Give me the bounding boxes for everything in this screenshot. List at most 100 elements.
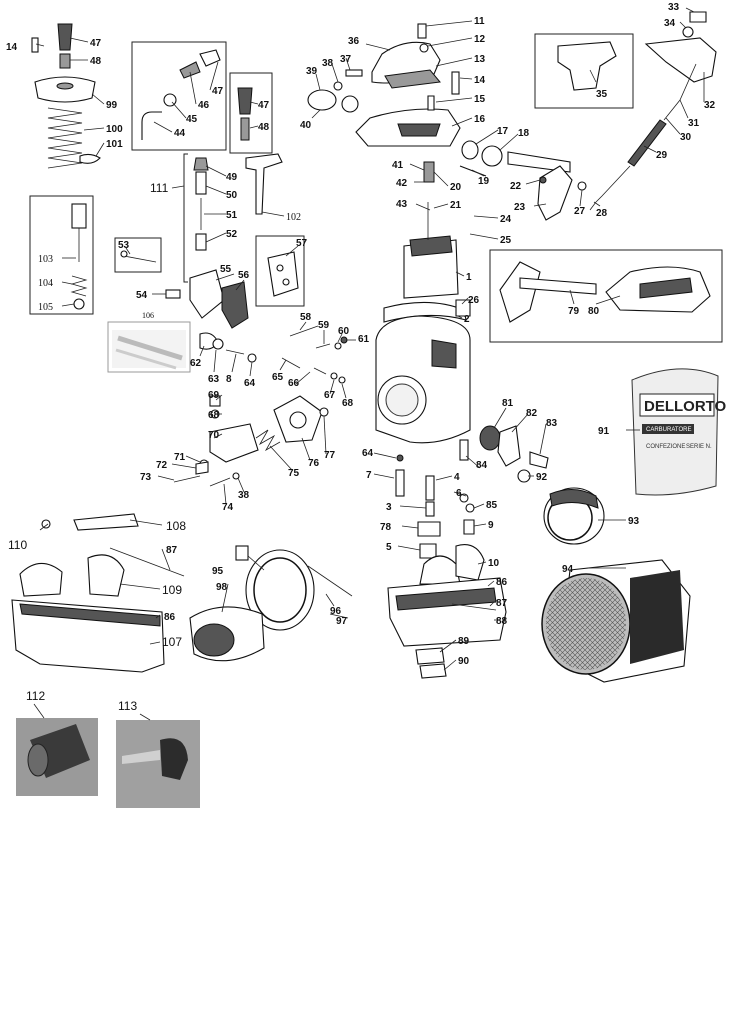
callout-96: 96	[330, 606, 342, 617]
leader-lines	[33, 7, 705, 721]
callout-64b: 64	[362, 448, 374, 459]
top-cover-assembly	[307, 23, 461, 147]
callout-102: 102	[286, 212, 301, 223]
callout-15: 15	[474, 94, 486, 105]
callout-83: 83	[546, 418, 558, 429]
cover-77	[319, 407, 329, 417]
callout-42: 42	[396, 178, 408, 189]
oring-64b	[396, 454, 404, 462]
body-55	[189, 269, 225, 319]
photo-112	[16, 718, 98, 796]
callout-82: 82	[526, 408, 538, 419]
idle-screw-group-111	[183, 153, 283, 283]
inset-box-screw-53	[114, 237, 162, 273]
screw-8	[225, 349, 245, 355]
callout-2: 2	[464, 314, 470, 325]
callout-78: 78	[380, 522, 392, 533]
callout-14b: 14	[474, 75, 486, 86]
callout-18: 18	[518, 128, 530, 139]
shaft-22	[507, 151, 571, 173]
pin-87	[451, 603, 497, 611]
inset-box-photo-106	[107, 321, 191, 373]
callout-3: 3	[386, 502, 392, 513]
callout-53: 53	[118, 240, 130, 251]
inset-box-lever-parts	[489, 249, 723, 343]
screw-90	[419, 663, 447, 679]
callout-61: 61	[358, 334, 370, 345]
nut-49	[193, 157, 209, 171]
callout-76: 76	[308, 458, 320, 469]
callout-88: 88	[496, 616, 508, 627]
callout-106: 106	[142, 311, 154, 320]
screw-15	[427, 95, 435, 111]
washer-34	[682, 26, 694, 38]
nut-105	[73, 298, 85, 310]
callout-92: 92	[536, 472, 548, 483]
callout-39: 39	[306, 66, 318, 77]
screw-14	[31, 37, 39, 53]
cable-29	[595, 165, 631, 203]
callout-80: 80	[588, 306, 600, 317]
callout-63: 63	[208, 374, 220, 385]
nut-38	[333, 81, 343, 91]
callout-27: 27	[574, 206, 586, 217]
callout-55: 55	[220, 264, 232, 275]
callout-113: 113	[118, 699, 137, 713]
jet-4	[425, 475, 435, 501]
callout-101: 101	[106, 139, 123, 150]
filter-package-91: DELLORTO CARBURATORE CONFEZIONE SERIE N.	[631, 368, 727, 496]
callout-108: 108	[166, 519, 186, 533]
pin-19	[459, 165, 487, 177]
callout-16: 16	[474, 114, 486, 125]
adjuster-nut-48	[59, 53, 71, 69]
spring-59	[315, 343, 331, 349]
package-line2: CONFEZIONE	[646, 444, 685, 450]
callout-47b: 47	[212, 86, 224, 97]
callout-68a: 68	[342, 398, 354, 409]
callout-99: 99	[106, 100, 118, 111]
callout-48b: 48	[258, 122, 270, 133]
screw-102	[245, 153, 283, 215]
washer-64	[247, 353, 257, 363]
callout-105: 105	[38, 302, 53, 313]
callout-37: 37	[340, 54, 352, 65]
screw-11	[417, 23, 427, 39]
lever-inset-parts	[499, 261, 711, 323]
washer-38b	[232, 472, 240, 480]
screw-84	[459, 439, 469, 461]
pump-parts	[173, 395, 329, 487]
gasket-13	[384, 69, 441, 89]
callout-111: 111	[150, 181, 169, 195]
arm-108	[73, 513, 139, 531]
callout-10: 10	[488, 558, 500, 569]
gasket-86b	[19, 603, 161, 627]
callout-28: 28	[596, 208, 608, 219]
callout-52: 52	[226, 229, 238, 240]
callout-46: 46	[198, 100, 210, 111]
lever-82	[497, 425, 521, 467]
callout-58: 58	[300, 312, 312, 323]
washer-12	[419, 43, 429, 53]
washer-17	[461, 140, 479, 160]
choke-parts	[165, 251, 299, 329]
washer-40	[341, 95, 359, 113]
callout-12: 12	[474, 34, 486, 45]
callout-22: 22	[510, 181, 522, 192]
washer-63	[212, 338, 224, 350]
callout-43: 43	[396, 199, 408, 210]
washer-60	[334, 342, 342, 350]
clamp-97	[245, 549, 315, 631]
screw-54	[165, 289, 181, 299]
washer-72	[195, 461, 209, 475]
callout-71: 71	[174, 452, 186, 463]
throttle-cap-assembly	[31, 23, 101, 169]
left-float-bowl	[11, 513, 185, 673]
cable-tube-44	[141, 111, 162, 140]
package-line1: CARBURATORE	[646, 427, 691, 433]
photo-113	[116, 720, 200, 808]
inset-box-needle-parts	[29, 195, 94, 315]
body-small-parts	[199, 325, 348, 384]
callout-87b: 87	[166, 545, 178, 556]
pump-body-70	[209, 423, 259, 463]
